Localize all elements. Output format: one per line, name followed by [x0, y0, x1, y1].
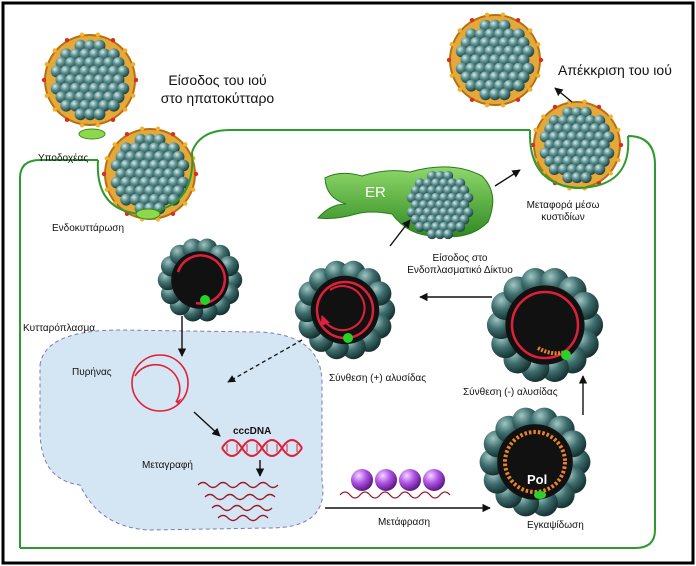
- nucleus: [39, 329, 324, 531]
- vesicle-label-line2: κυστιδίων: [541, 212, 585, 223]
- cytoplasm-label: Κυτταρόπλασμα: [23, 323, 96, 334]
- virion-binding: [101, 126, 199, 222]
- er-entry-label-line1: Είσοδος στο: [432, 253, 488, 264]
- minus-strand-label: Σύνθεση (-) αλυσίδας: [463, 387, 558, 398]
- protein-ball-2: [375, 469, 397, 491]
- encapsidation-label: Εγκαψίδωση: [527, 520, 584, 531]
- vesicle-label-line1: Μεταφορά μέσω: [526, 200, 600, 211]
- pol-label: Pol: [527, 472, 548, 487]
- er-label: ER: [365, 184, 386, 201]
- protein-ball-1: [351, 469, 373, 491]
- receptor-label: Υποδοχέας: [38, 153, 89, 164]
- protein-ball-3: [399, 469, 421, 491]
- entry-title-line1: Είσοδος του ιού: [168, 72, 267, 88]
- virion-vesicle: [530, 99, 624, 191]
- cell-membrane: [19, 129, 656, 549]
- translation-label: Μετάφραση: [378, 517, 431, 528]
- virion-released: [446, 12, 544, 108]
- endocytosis-label: Ενδοκυττάρωση: [52, 223, 125, 234]
- transcription-label: Μεταγραφή: [142, 460, 193, 471]
- protein-ball-4: [423, 469, 445, 491]
- release-label: Απέκκριση του ιού: [558, 62, 672, 78]
- virion-outside: [41, 32, 139, 128]
- entry-title-line2: στο ηπατοκύτταρο: [160, 90, 275, 106]
- plus-strand-label: Σύνθεση (+) αλυσίδας: [329, 373, 427, 384]
- er-entry-label-line2: Ενδοπλασματικό Δίκτυο: [407, 265, 513, 276]
- capsid-in-er: [406, 170, 474, 240]
- nucleus-label: Πυρήνας: [72, 367, 112, 378]
- receptor-shape: [78, 128, 106, 140]
- cccdna-label: cccDNA: [233, 426, 272, 437]
